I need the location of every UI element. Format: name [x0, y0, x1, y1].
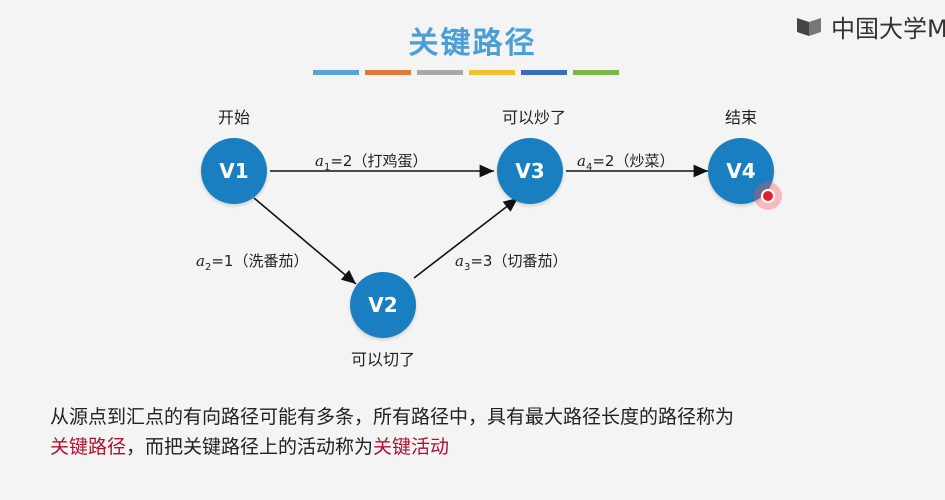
node-v2: V2 — [350, 272, 416, 338]
watermark-logo: 中国大学M — [795, 12, 945, 40]
pointer-dot — [761, 189, 775, 203]
node-v2-label: 可以切了 — [350, 350, 415, 369]
stripe-4 — [469, 70, 515, 75]
slide-title: 关键路径 — [408, 26, 537, 61]
logo-text: 中国大学M — [831, 14, 945, 41]
paragraph-line1: 从源点到汇点的有向路径可能有多条，所有路径中，具有最大路径长度的路径称为 — [50, 406, 735, 428]
pointer-cursor-icon — [754, 182, 782, 210]
definition-paragraph: 从源点到汇点的有向路径可能有多条，所有路径中，具有最大路径长度的路径称为 关键路… — [50, 402, 910, 462]
term-critical-activity: 关键活动 — [373, 436, 450, 458]
stripe-5 — [521, 70, 567, 75]
node-v1: V1 — [201, 138, 267, 204]
term-critical-path: 关键路径 — [50, 436, 127, 458]
edge-label-a2: a2=1（洗番茄） — [196, 252, 309, 273]
edge-label-a1: a1=2（打鸡蛋） — [315, 152, 428, 173]
node-v1-label: 开始 — [217, 108, 250, 127]
edge-v2-v3 — [413, 197, 519, 279]
paragraph-mid: ，而把关键路径上的活动称为 — [126, 436, 374, 458]
stripe-2 — [365, 70, 411, 75]
logo-icon — [795, 14, 823, 38]
edge-label-a3: a3=3（切番茄） — [455, 252, 568, 273]
edge-label-a4: a4=2（炒菜） — [577, 152, 675, 173]
node-v3: V3 — [497, 138, 563, 204]
stripe-6 — [573, 70, 619, 75]
node-v4-label: 结束 — [724, 108, 757, 127]
stripe-3 — [417, 70, 463, 75]
node-v3-label: 可以炒了 — [501, 108, 566, 127]
stripe-1 — [313, 70, 359, 75]
edge-v1-v2 — [253, 197, 357, 285]
